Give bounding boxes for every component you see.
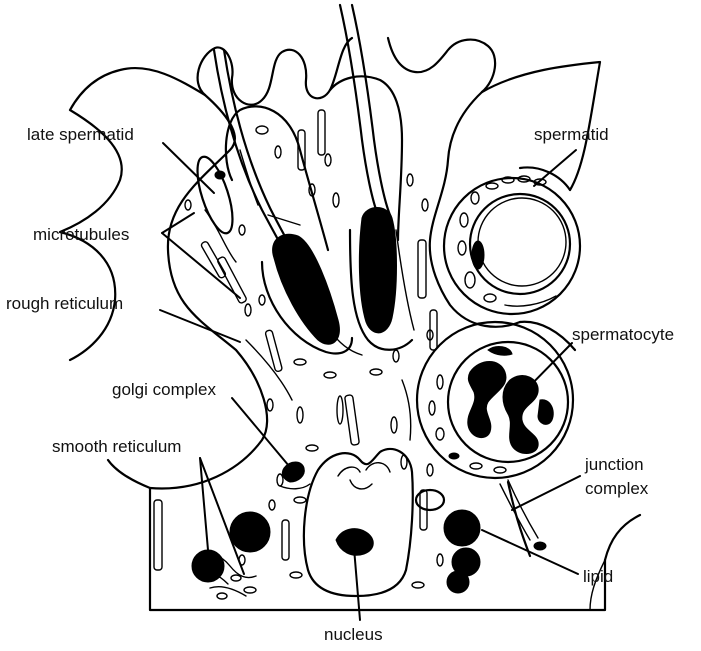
golgi-complex xyxy=(280,462,310,489)
label-golgi-complex: golgi complex xyxy=(112,380,216,399)
leader-lipid xyxy=(482,530,578,574)
label-late-spermatid: late spermatid xyxy=(27,125,134,144)
leader-smooth-reticulum-a xyxy=(200,458,208,550)
leader-spermatid xyxy=(534,150,576,186)
label-spermatid: spermatid xyxy=(534,125,609,144)
leader-rough-reticulum xyxy=(160,310,240,342)
leader-late-spermatid xyxy=(163,143,214,193)
spermatocyte-cell xyxy=(417,322,573,478)
leader-junction-complex xyxy=(512,476,580,510)
label-lipid: lipid xyxy=(583,567,613,586)
label-microtubules: microtubules xyxy=(33,225,129,244)
label-junction-complex-line1: junction xyxy=(584,455,644,474)
sertoli-cell-outline xyxy=(60,38,640,610)
label-spermatocyte: spermatocyte xyxy=(572,325,674,344)
nucleus xyxy=(304,449,444,596)
late-spermatid-small xyxy=(190,153,239,262)
spermatid-cell xyxy=(444,176,580,314)
label-nucleus: nucleus xyxy=(324,625,383,644)
label-smooth-reticulum: smooth reticulum xyxy=(52,437,181,456)
leader-spermatocyte xyxy=(520,343,572,396)
junction-complex xyxy=(508,482,605,610)
reticulum-strands xyxy=(154,110,538,570)
label-junction-complex-line2: complex xyxy=(585,479,649,498)
label-rough-reticulum: rough reticulum xyxy=(6,294,123,313)
leader-golgi-complex xyxy=(232,398,289,466)
leader-microtubules-a xyxy=(162,213,194,233)
